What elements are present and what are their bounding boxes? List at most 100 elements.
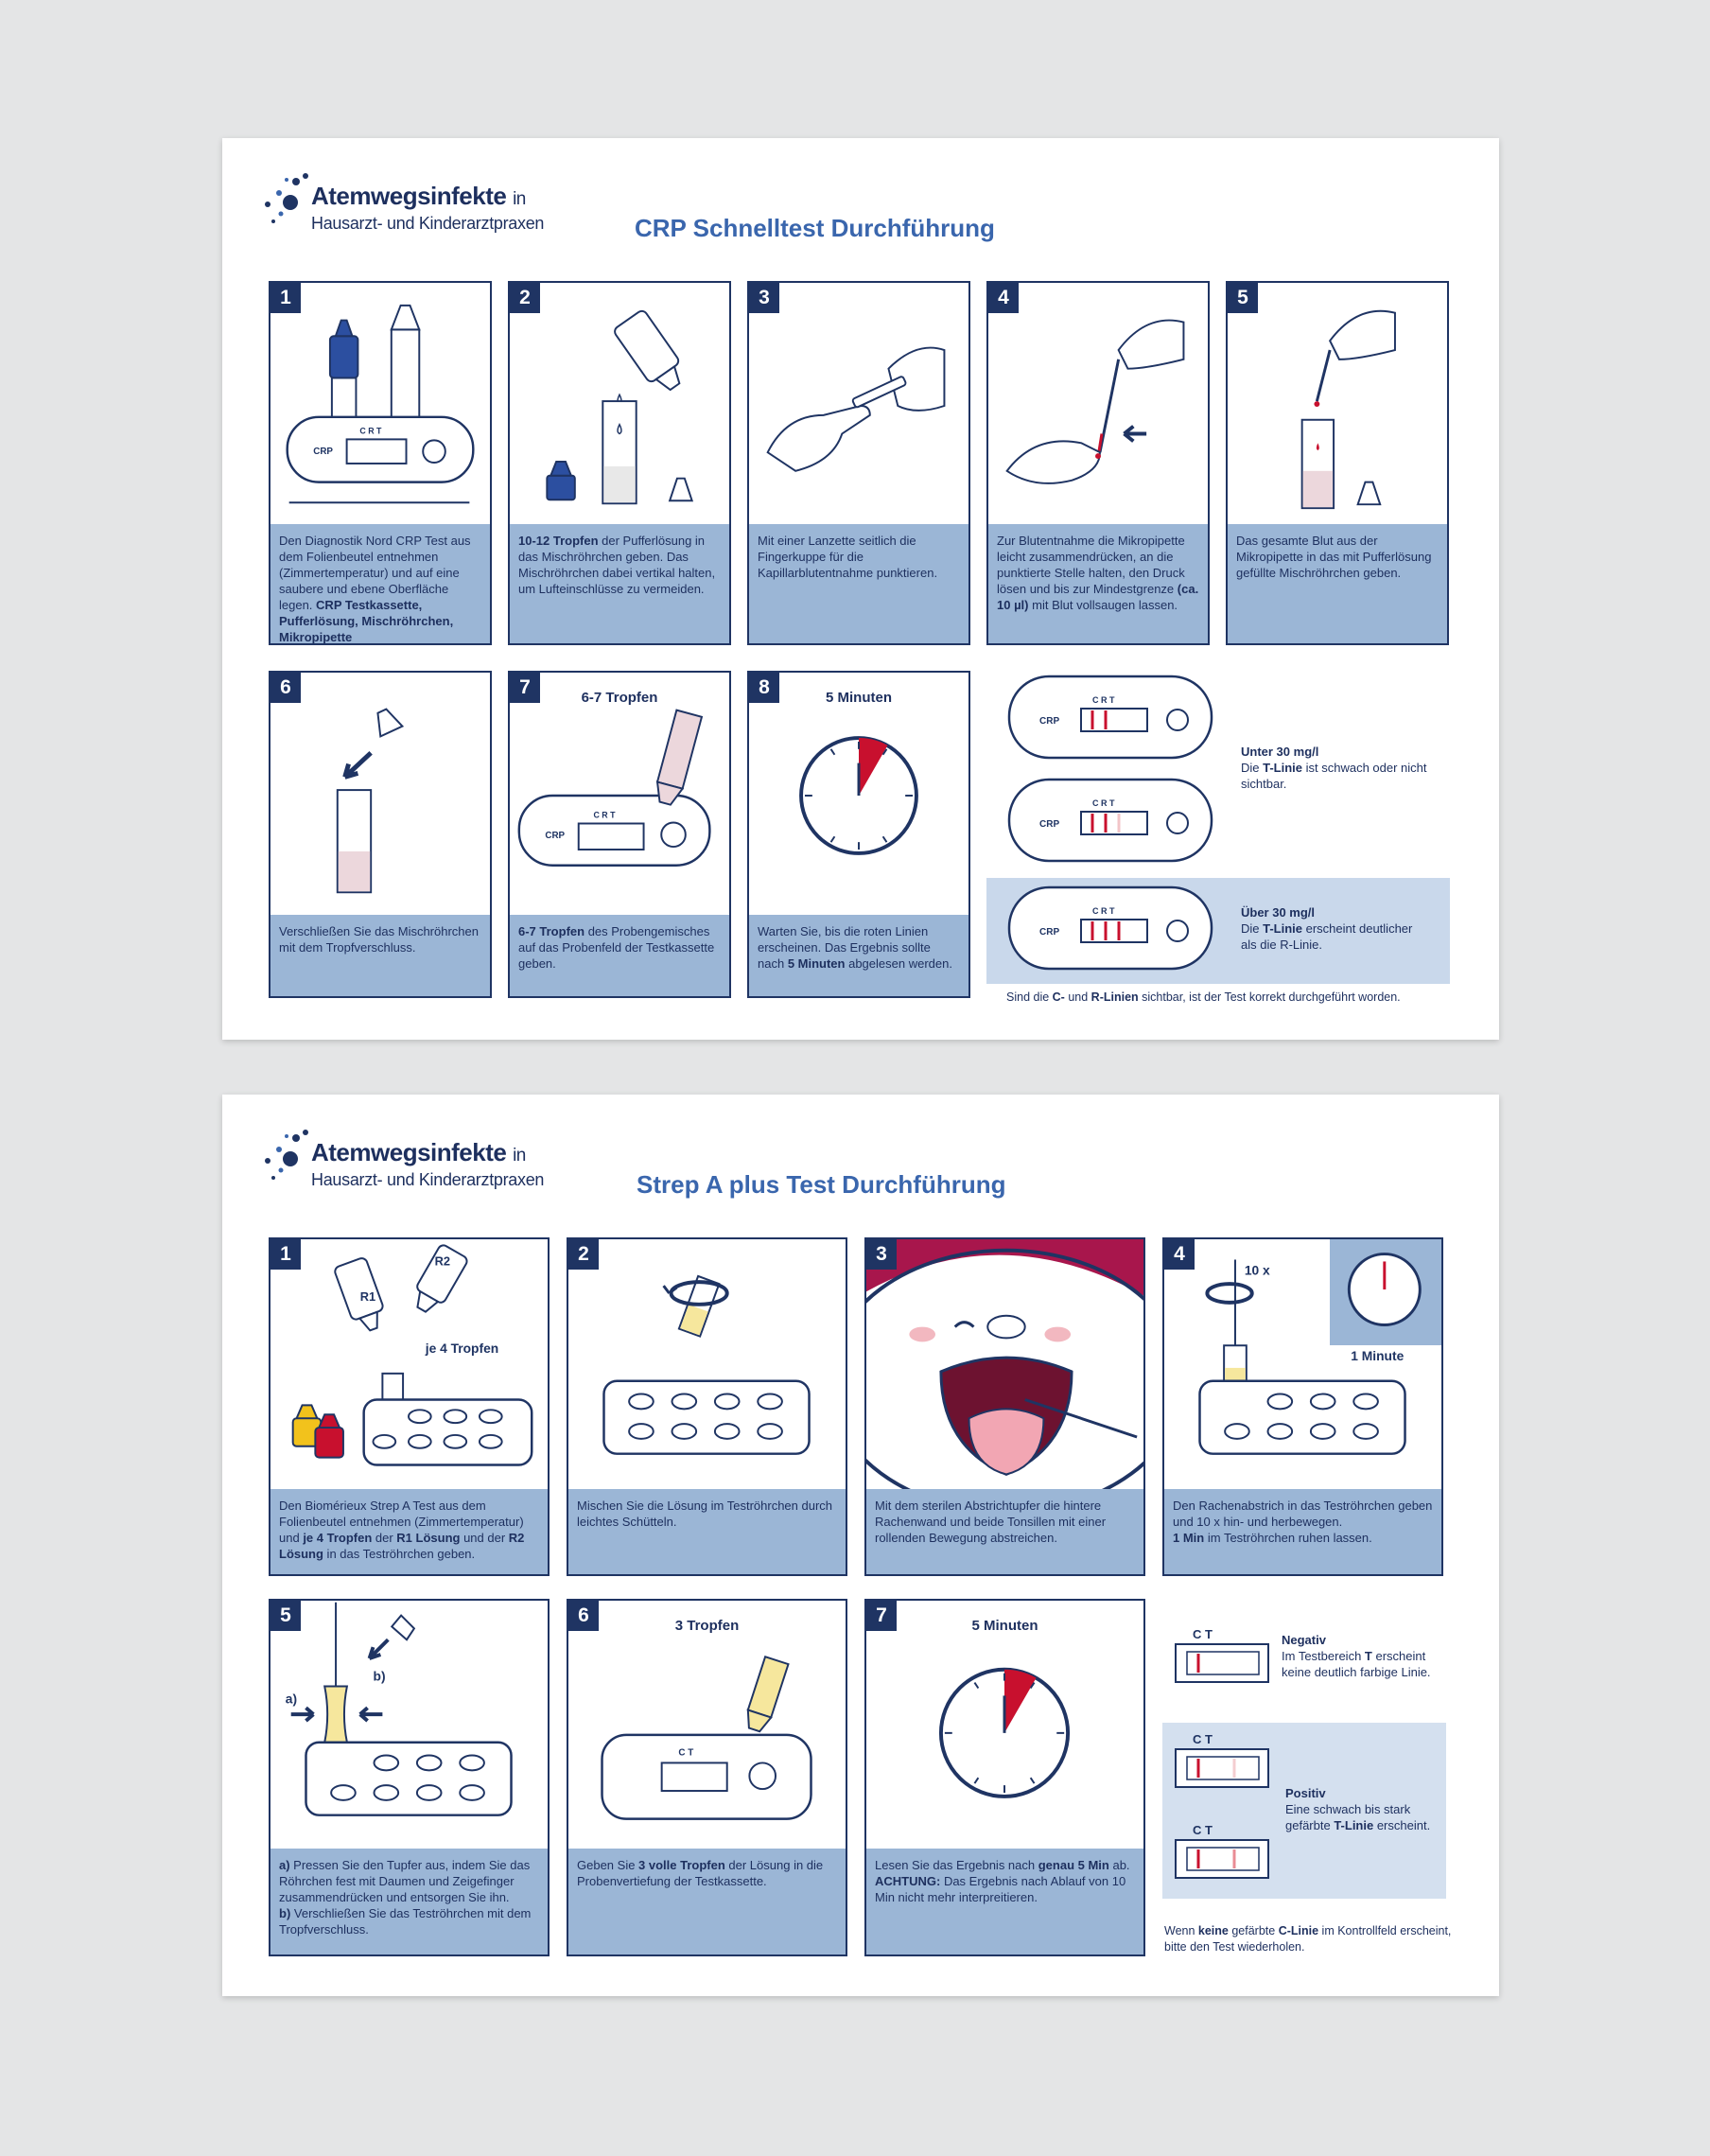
step-caption: Den Biomérieux Strep A Test aus dem Foli… [270,1489,548,1574]
step-caption: Warten Sie, bis die roten Linien erschei… [749,915,968,996]
step-number: 6 [568,1601,599,1631]
step-number: 3 [749,283,779,313]
crp-step-5: 5 Das gesamte Blut aus der Mikropipette … [1226,281,1449,645]
step-number: 8 [749,673,779,703]
step-caption: Den Diagnostik Nord CRP Test aus dem Fol… [270,524,490,643]
svg-text:1 Minute: 1 Minute [1351,1348,1404,1363]
strep-result-negative-strip: C T [1175,1627,1269,1683]
crp-step-2: 2 10-12 Tropfen der Pufferlösung in das … [508,281,731,645]
crp-step-8: 8 5 Minuten Warten Sie, bis die roten Li… [747,671,970,998]
svg-text:CRP: CRP [545,831,565,841]
logo-dots-icon [265,173,308,223]
logo-dots-icon [265,1130,308,1180]
logo: Atemwegsinfekte in Hausarzt- und Kindera… [260,167,544,242]
apply-drops-illustration: CRP C R T [517,709,711,867]
svg-text:CRP: CRP [1039,927,1059,938]
step-caption: Zur Blutentnahme die Mikropipette leicht… [988,524,1208,643]
crp-step-3: 3 Mit einer Lanzette seitlich die Finger… [747,281,970,645]
step-number: 7 [510,673,540,703]
strep-result-positive-strip-weak: C T [1175,1732,1269,1788]
svg-text:CRP: CRP [313,447,333,457]
step-number: 3 [866,1239,897,1270]
step-number: 6 [270,673,301,703]
step-caption: Mit dem sterilen Abstrichtupfer die hint… [866,1489,1143,1574]
timer-clock-icon [938,1667,1071,1798]
logo-title: Atemwegsinfekte in [311,182,526,210]
svg-text:10 x: 10 x [1245,1262,1270,1277]
step-number: 5 [1228,283,1258,313]
strep-step-4: 4 1 Minute 10 x Den Rachenabstrich in da… [1162,1237,1443,1576]
step-caption: Mischen Sie die Lösung im Teströhrchen d… [568,1489,846,1574]
step-number: 1 [270,1239,301,1270]
svg-text:b): b) [374,1669,386,1684]
step-caption: Den Rachenabstrich in das Teströhrchen g… [1164,1489,1441,1574]
step-caption: Verschließen Sie das Mischröhrchen mit d… [270,915,490,996]
throat-swab-illustration [866,1239,1143,1493]
step-number: 2 [568,1239,599,1270]
step-headline: 5 Minuten [971,1618,1038,1634]
svg-text:C R T: C R T [1092,798,1115,808]
logo-title: Atemwegsinfekte in [311,1138,526,1166]
step-number: 5 [270,1601,301,1631]
step-headline: 6-7 Tropfen [581,690,658,706]
svg-text:C T: C T [678,1748,693,1759]
svg-text:R2: R2 [435,1253,450,1268]
strep-step-5: 5 a) b) a) Pressen Sie den Tupfer aus, i… [269,1599,550,1956]
crp-result-cassette-under-1: CRP C R T [1007,675,1213,760]
crp-result-cassette-over: CRP C R T [1007,885,1213,971]
crp-step-4: 4 Zur Blutentnahme die Mikropipette leic… [986,281,1210,645]
step-headline: 5 Minuten [826,690,892,706]
squeeze-swab-illustration: a) b) [286,1602,513,1816]
crp-step-6: 6 Verschließen Sie das Mischröhrchen mit… [269,671,492,998]
crp-step-7: 7 6-7 Tropfen CRP C R T 6-7 Tropfen des … [508,671,731,998]
test-kit-illustration: CRP C R T [286,304,475,504]
strep-result-note: Wenn keine gefärbte C-Linie im Kontrollf… [1164,1924,1452,1954]
svg-text:R1: R1 [360,1289,375,1304]
svg-text:je 4 Tropfen: je 4 Tropfen [425,1341,498,1356]
step-headline: 3 Tropfen [674,1618,740,1634]
micropipette-illustration [1005,319,1185,484]
svg-text:C R T: C R T [1092,906,1115,916]
svg-text:CRP: CRP [1039,716,1059,727]
strep-title: Strep A plus Test Durchführung [637,1170,1006,1199]
svg-text:C R T: C R T [359,426,382,435]
swab-in-tube-illustration: 1 Minute 10 x [1198,1253,1422,1455]
strep-instruction-sheet: Atemwegsinfekte in Hausarzt- und Kindera… [222,1095,1499,1996]
step-number: 1 [270,283,301,313]
step-caption: 6-7 Tropfen des Probengemisches auf das … [510,915,729,996]
apply-drops-cassette-illustration: C T [601,1655,812,1820]
buffer-drop-illustration [546,309,694,505]
crp-result-note: Sind die C- und R-Linien sichtbar, ist d… [1006,990,1401,1004]
strep-step-2: 2 Mischen Sie die Lösung im Teströhrchen… [567,1237,847,1576]
crp-instruction-sheet: Atemwegsinfekte in Hausarzt- und Kindera… [222,138,1499,1040]
step-caption: Geben Sie 3 volle Tropfen der Lösung in … [568,1849,846,1954]
logo: Atemwegsinfekte in Hausarzt- und Kindera… [260,1123,544,1199]
reagent-drops-illustration: R1 R2 je 4 Tropfen [291,1244,533,1466]
svg-text:CRP: CRP [1039,819,1059,830]
strep-step-3: 3 Mit dem sterilen Abstrichtupfer die hi… [864,1237,1145,1576]
step-caption: Lesen Sie das Ergebnis nach genau 5 Min … [866,1849,1143,1954]
step-caption: a) Pressen Sie den Tupfer aus, indem Sie… [270,1849,548,1954]
crp-result-cassette-under-2: CRP C R T [1007,778,1213,863]
blood-transfer-illustration [1300,309,1396,510]
logo-subtitle: Hausarzt- und Kinderarztpraxen [311,1170,545,1189]
step-number: 4 [1164,1239,1195,1270]
step-number: 2 [510,283,540,313]
strep-step-7: 7 5 Minuten Lesen Sie das Ergebnis nach … [864,1599,1145,1956]
shake-tube-illustration [602,1274,811,1455]
crp-step-1: 1 CRP C R T Den Diagnostik Nord CRP Test… [269,281,492,645]
svg-text:C R T: C R T [593,811,616,820]
strep-step-1: 1 R1 R2 je 4 Tropfen De [269,1237,550,1576]
timer-clock-icon [799,736,918,855]
crp-title: CRP Schnelltest Durchführung [635,214,995,242]
logo-subtitle: Hausarzt- und Kinderarztpraxen [311,214,545,233]
svg-text:C T: C T [1193,1732,1213,1746]
step-number: 4 [988,283,1019,313]
strep-step-6: 6 3 Tropfen C T Geben Sie 3 volle Tropfe… [567,1599,847,1956]
svg-text:a): a) [286,1691,297,1706]
strep-result-positive-strip-strong: C T [1175,1823,1269,1879]
step-number: 7 [866,1601,897,1631]
